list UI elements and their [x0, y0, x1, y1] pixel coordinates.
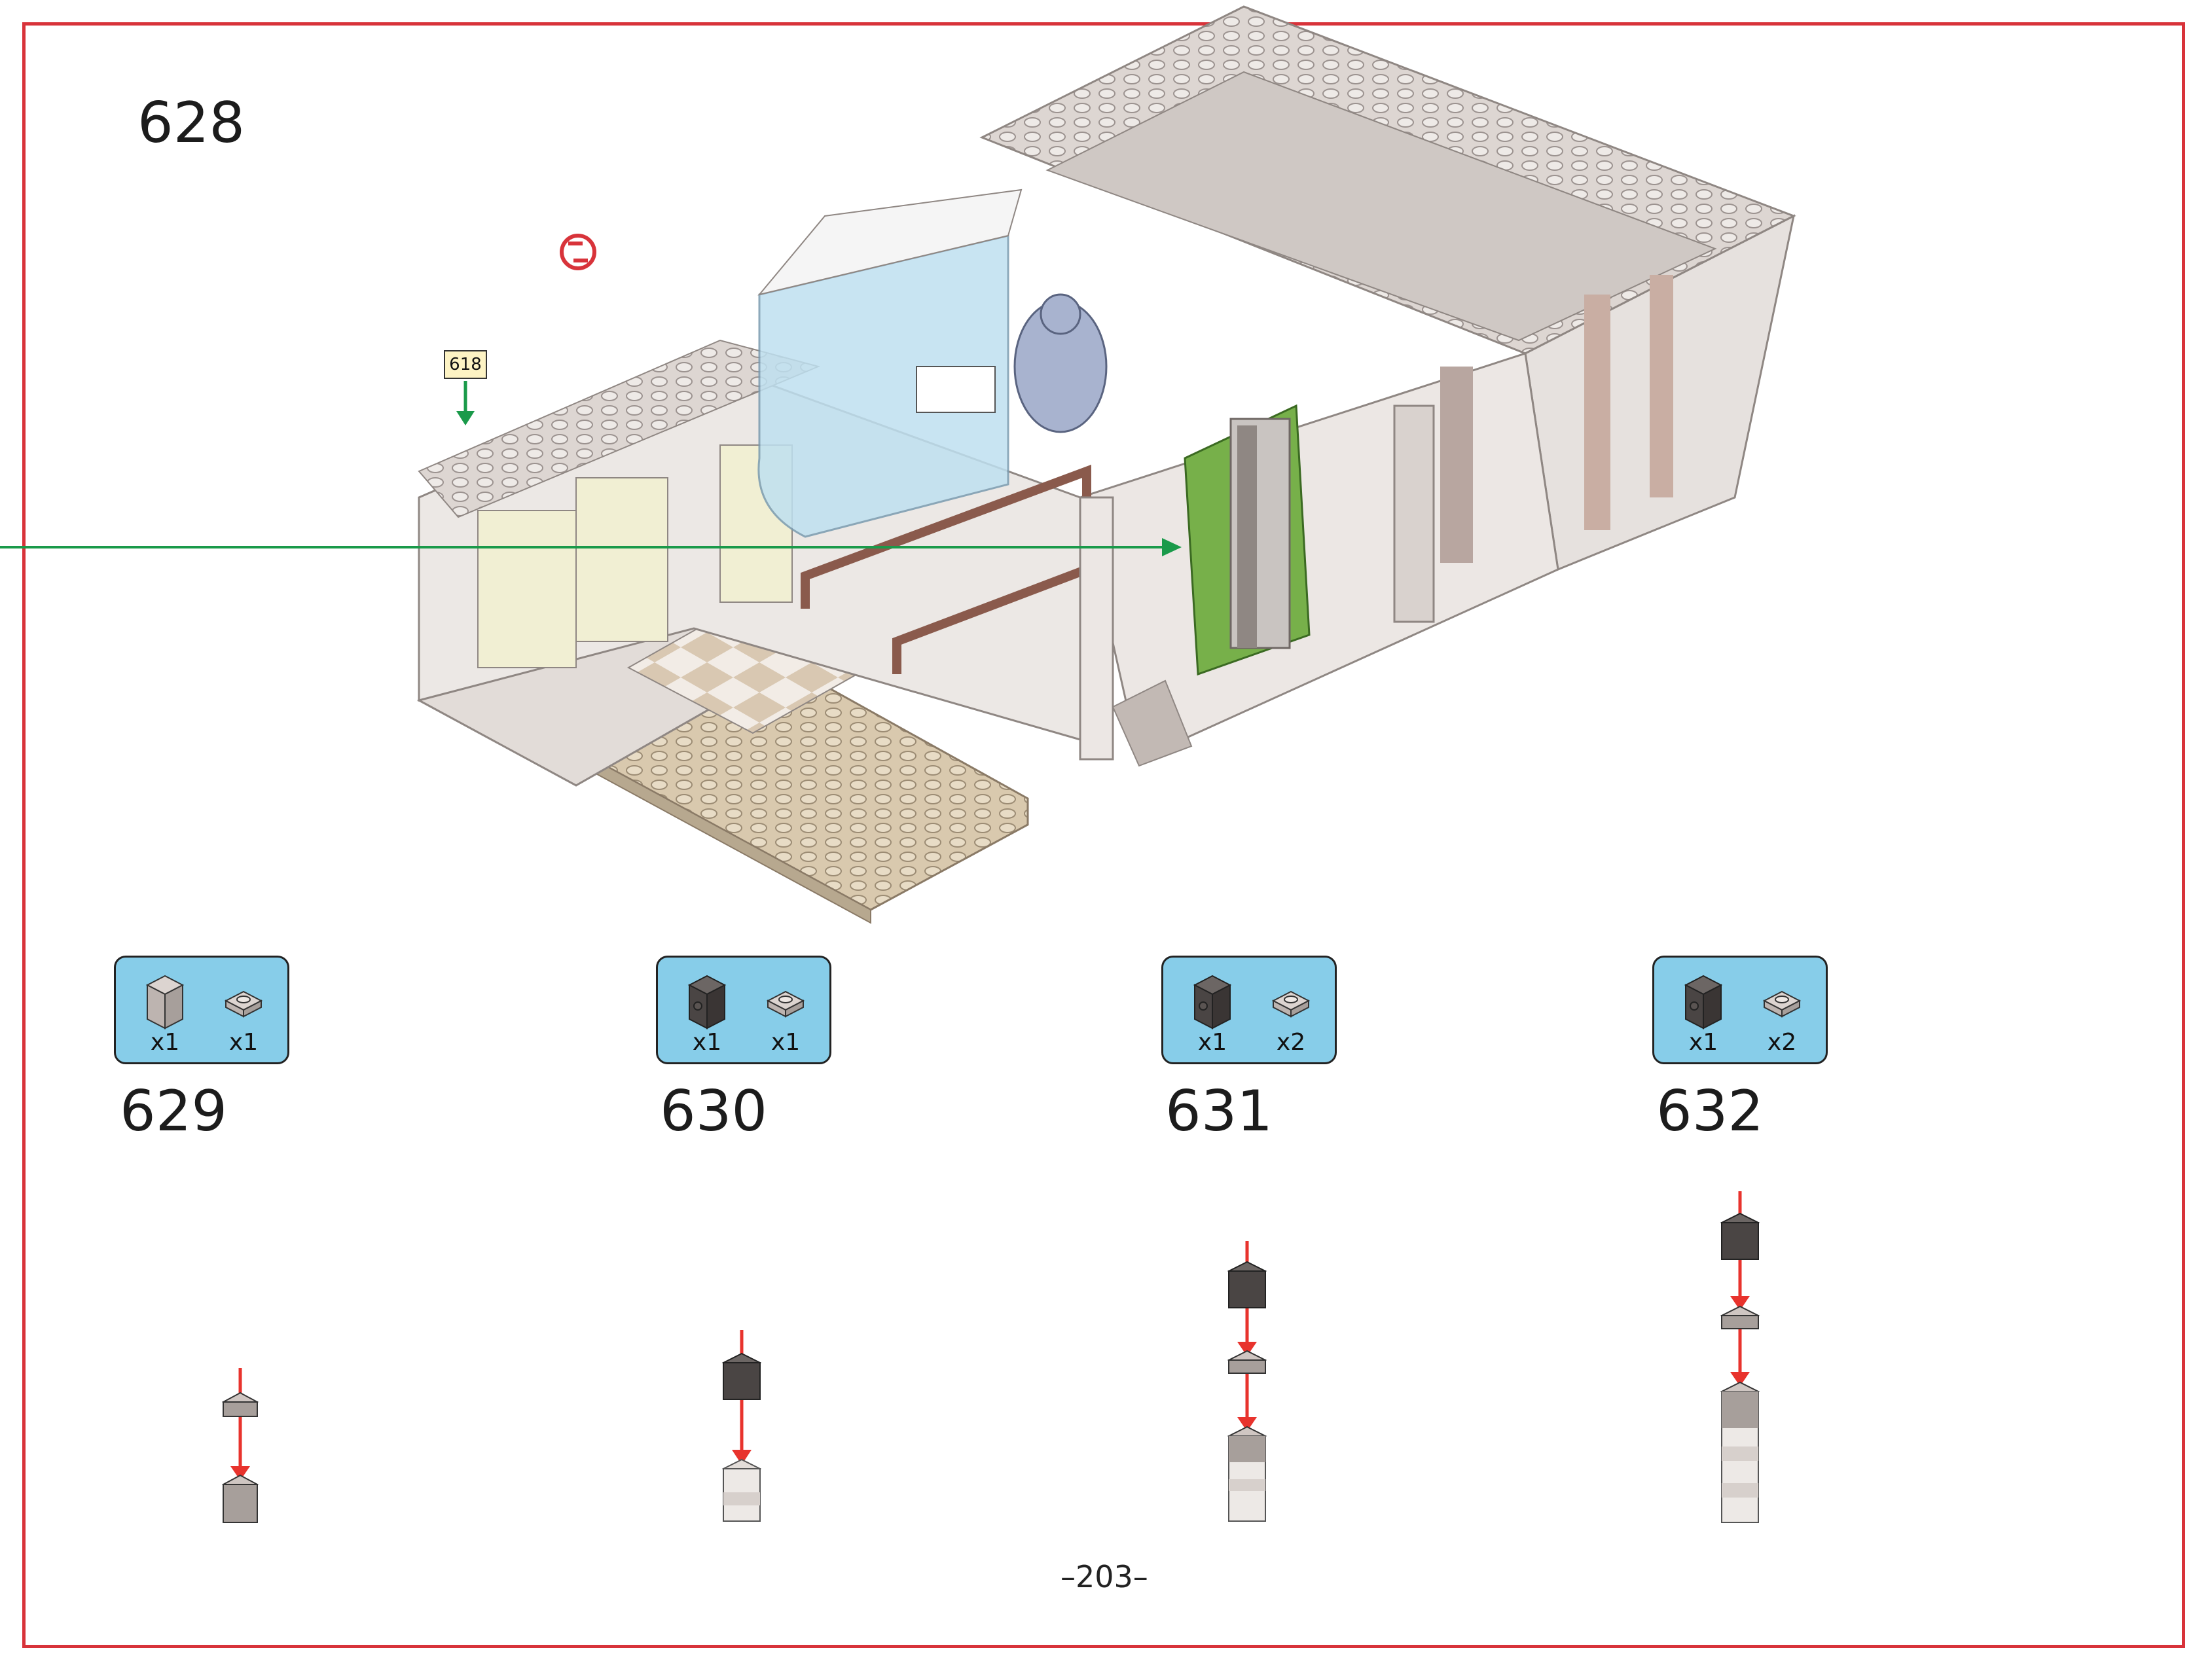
part-qty: x2 — [1276, 1029, 1306, 1056]
glass-chamber — [757, 234, 1009, 538]
step-number-main: 628 — [137, 90, 245, 156]
light-grey-plate-icon — [224, 990, 263, 1018]
step-number-630: 630 — [660, 1079, 768, 1144]
part-qty: x1 — [228, 1029, 259, 1056]
step-630-assembly — [721, 1330, 762, 1522]
part-light-grey-plate: x1 — [208, 963, 280, 1061]
step-629-assembly — [221, 1368, 259, 1523]
page-number: –203– — [1061, 1559, 1148, 1594]
light-grey-brick-icon — [145, 975, 185, 1030]
part-qty: x1 — [1688, 1029, 1718, 1056]
part-qty: x1 — [692, 1029, 722, 1056]
page-frame — [22, 22, 2185, 1648]
step-number-631: 631 — [1165, 1079, 1273, 1144]
part-light-grey-brick: x1 — [129, 963, 201, 1061]
parts-box-step-632: x1 x2 — [1652, 956, 1828, 1064]
light-grey-plate-icon — [1271, 990, 1311, 1018]
dark-grey-brick-icon — [1684, 975, 1723, 1030]
step-631-assembly — [1227, 1241, 1267, 1522]
step-632-assembly — [1720, 1191, 1760, 1523]
step-number-629: 629 — [120, 1079, 228, 1144]
robot-figure — [1013, 293, 1108, 433]
part-qty: x2 — [1767, 1029, 1797, 1056]
rotate-icon — [560, 234, 596, 270]
part-dark-grey-brick: x1 — [1176, 963, 1248, 1061]
step-number-632: 632 — [1656, 1079, 1764, 1144]
dark-grey-brick-icon — [687, 975, 727, 1030]
part-qty: x1 — [1197, 1029, 1227, 1056]
part-dark-grey-brick: x1 — [671, 963, 743, 1061]
light-grey-plate-icon — [766, 990, 805, 1018]
part-qty: x1 — [771, 1029, 801, 1056]
light-grey-plate-icon — [1762, 990, 1802, 1018]
dark-grey-brick-icon — [1193, 975, 1232, 1030]
part-dark-grey-brick: x1 — [1667, 963, 1739, 1061]
callout-reference-label: 618 — [444, 350, 487, 379]
part-qty: x1 — [150, 1029, 180, 1056]
part-light-grey-plate: x1 — [750, 963, 822, 1061]
parts-box-step-631: x1 x2 — [1161, 956, 1337, 1064]
parts-box-step-630: x1 x1 — [656, 956, 831, 1064]
part-light-grey-plate: x2 — [1255, 963, 1327, 1061]
part-light-grey-plate: x2 — [1746, 963, 1818, 1061]
parts-box-step-629: x1 x1 — [114, 956, 289, 1064]
